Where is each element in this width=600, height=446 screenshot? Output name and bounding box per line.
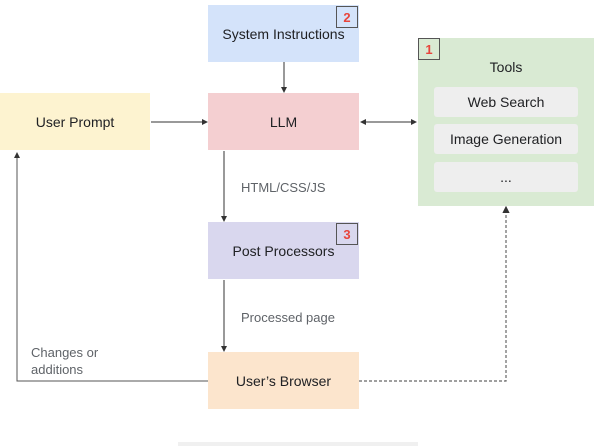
user-prompt-label: User Prompt	[35, 113, 115, 130]
tools-node: 1 Tools Web Search Image Generation ...	[418, 38, 594, 206]
tools-title: Tools	[489, 59, 523, 75]
system-instructions-label: System Instructions	[222, 25, 345, 42]
badge-3: 3	[336, 223, 358, 245]
badge-1: 1	[418, 38, 440, 60]
tool-more: ...	[434, 162, 578, 192]
users-browser-label: User’s Browser	[235, 372, 332, 389]
users-browser-node: User’s Browser	[208, 352, 359, 409]
figure-caption-clipped	[178, 442, 418, 446]
system-instructions-node: System Instructions 2	[208, 5, 359, 62]
user-prompt-node: User Prompt	[0, 93, 150, 150]
tool-image-generation: Image Generation	[434, 124, 578, 154]
edge-browser-to-prompt	[14, 152, 208, 382]
post-processors-node: Post Processors 3	[208, 222, 359, 279]
edge-label-changes-additions: Changes or additions	[31, 345, 99, 377]
tool-web-search: Web Search	[434, 87, 578, 117]
llm-node: LLM	[208, 93, 359, 150]
post-processors-label: Post Processors	[232, 242, 335, 259]
edge-browser-to-tools	[359, 205, 510, 382]
edge-label-html-css-js: HTML/CSS/JS	[241, 180, 326, 195]
badge-2: 2	[336, 6, 358, 28]
edge-label-processed-page: Processed page	[241, 310, 335, 325]
llm-label: LLM	[269, 113, 298, 130]
